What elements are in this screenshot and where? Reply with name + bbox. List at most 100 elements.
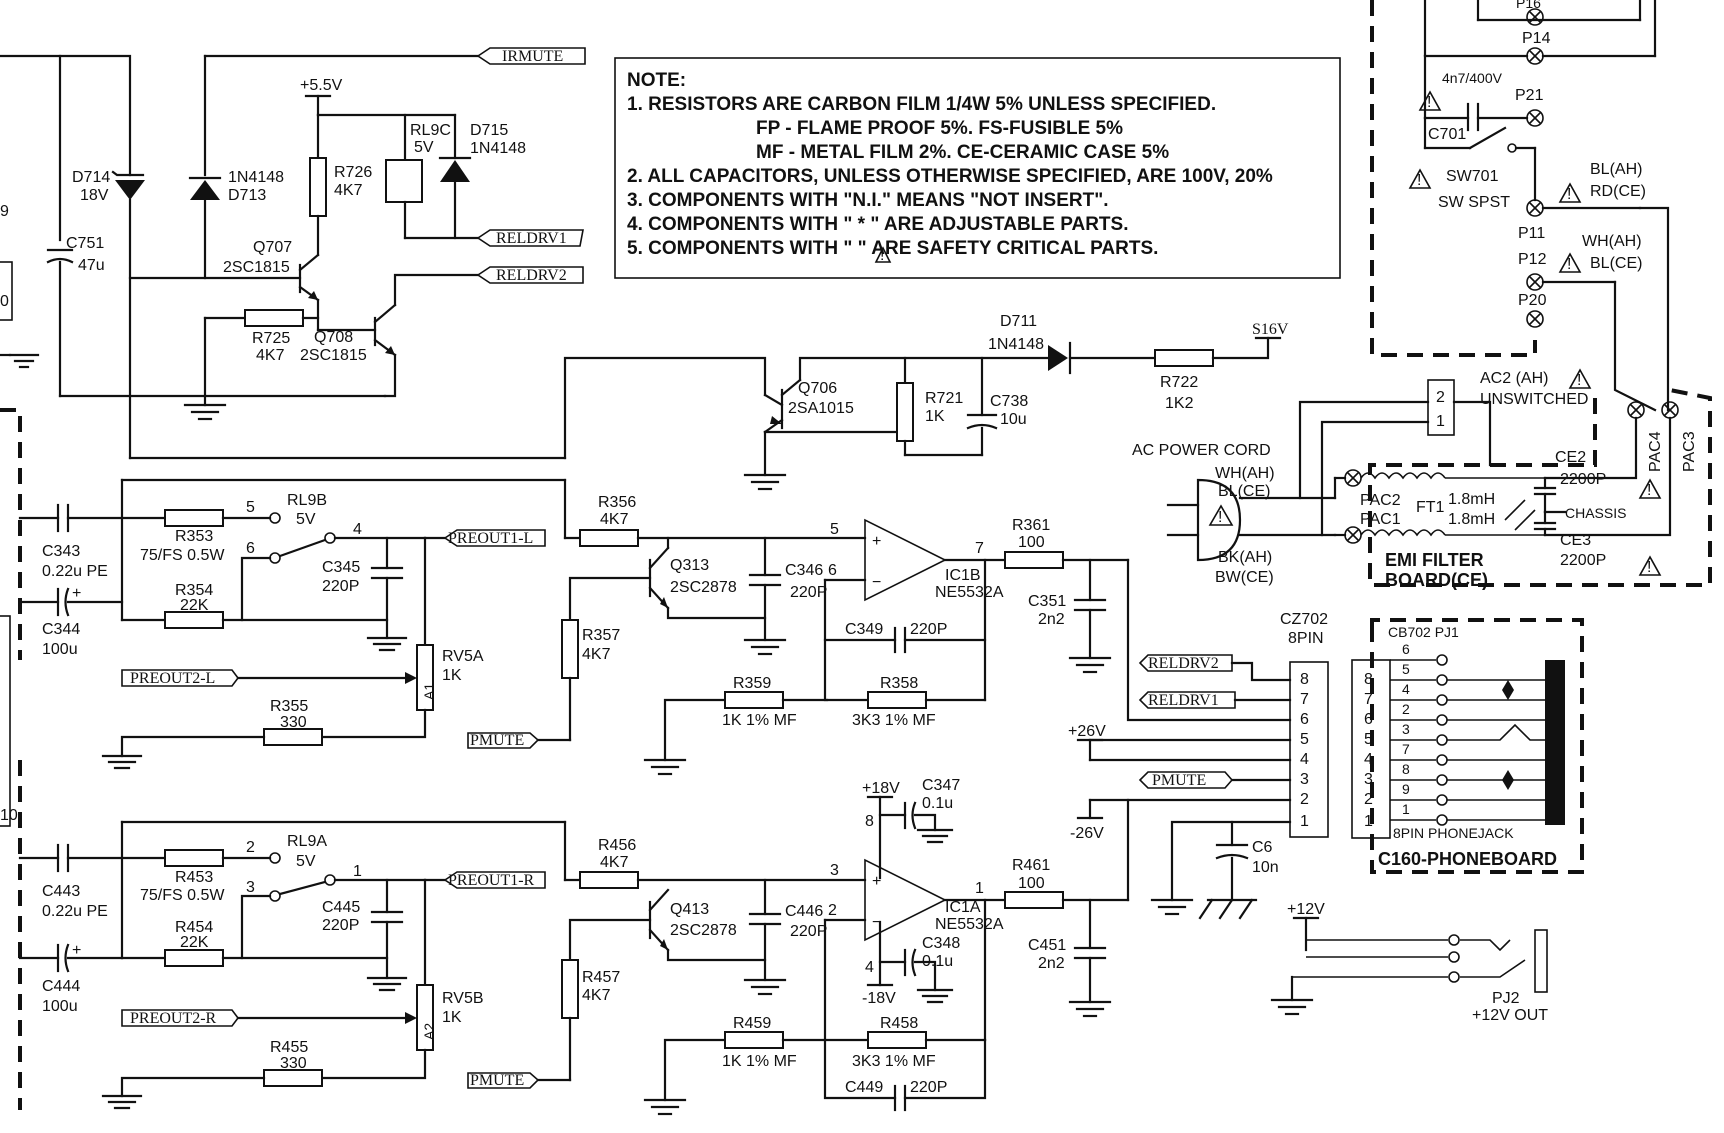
- svg-text:3: 3: [1402, 721, 1410, 737]
- svg-text:100: 100: [1018, 534, 1045, 551]
- c348-capacitor: C348 0.1u: [903, 935, 960, 977]
- svg-text:C347: C347: [922, 777, 960, 794]
- svg-text:C446: C446: [785, 903, 823, 920]
- r357-resistor: R357 4K7: [561, 619, 620, 679]
- c349-capacitor: C349 220P: [845, 621, 947, 654]
- svg-text:+5.5V: +5.5V: [300, 77, 343, 94]
- q706-transistor: Q706 2SA1015: [763, 378, 854, 434]
- svg-text:1: 1: [975, 880, 984, 897]
- svg-text:R357: R357: [582, 627, 620, 644]
- r459-resistor: R459 1K 1% MF: [722, 1015, 797, 1070]
- svg-text:UNSWITCHED: UNSWITCHED: [1480, 391, 1588, 408]
- svg-text:C449: C449: [845, 1079, 883, 1096]
- ac2-connector: 2 1 AC2 (AH) UNSWITCHED: [1427, 370, 1588, 436]
- p20-pin: [1526, 310, 1544, 328]
- svg-text:R721: R721: [925, 390, 963, 407]
- power-switch-section: P16 P14 4n7/400V C701 ! P21: [1370, 0, 1670, 412]
- c351-capacitor: C351 2n2: [1028, 593, 1107, 628]
- svg-text:PMUTE: PMUTE: [470, 732, 524, 749]
- svg-text:C445: C445: [322, 899, 360, 916]
- pj2-12v-out-jack: +12V PJ2 +12V OUT: [1270, 901, 1548, 1024]
- svg-text:9: 9: [0, 203, 9, 220]
- svg-text:2SC1815: 2SC1815: [223, 259, 290, 276]
- svg-text:C444: C444: [42, 978, 80, 995]
- svg-text:R461: R461: [1012, 857, 1050, 874]
- d713-diode: 1N4148 D713: [188, 169, 284, 204]
- p12-pin: [1526, 273, 1544, 291]
- svg-text:PAC4: PAC4: [1647, 431, 1664, 472]
- r353-resistor: R353 75/FS 0.5W: [140, 509, 225, 564]
- svg-text:2SC2878: 2SC2878: [670, 922, 737, 939]
- svg-text:5V: 5V: [296, 511, 316, 528]
- p12-safety-icon: !: [1558, 252, 1582, 273]
- c445-capacitor: C445 220P: [322, 899, 404, 934]
- svg-text:8PIN PHONEJACK: 8PIN PHONEJACK: [1393, 825, 1514, 841]
- svg-text:5V: 5V: [414, 139, 434, 156]
- svg-text:10u: 10u: [1000, 411, 1027, 428]
- c347-capacitor: C347 0.1u: [903, 777, 960, 830]
- svg-text:4K7: 4K7: [582, 987, 611, 1004]
- svg-text:R353: R353: [175, 528, 213, 545]
- svg-text:100: 100: [1018, 875, 1045, 892]
- svg-text:PREOUT2-L: PREOUT2-L: [130, 670, 215, 687]
- svg-text:BL(AH): BL(AH): [1590, 161, 1642, 178]
- pmute-net-label-1: PMUTE: [467, 732, 540, 749]
- svg-text:IC1A: IC1A: [945, 899, 981, 916]
- c344-capacitor: + C344 100u: [42, 585, 81, 658]
- svg-text:4n7/400V: 4n7/400V: [1442, 70, 1503, 86]
- svg-text:R457: R457: [582, 969, 620, 986]
- svg-text:R722: R722: [1160, 374, 1198, 391]
- svg-text:7: 7: [1300, 691, 1309, 708]
- svg-text:PAC1: PAC1: [1360, 511, 1401, 528]
- r454-resistor: R454 22K: [164, 919, 224, 967]
- pac1-pin: [1344, 526, 1362, 544]
- svg-text:1: 1: [1436, 413, 1445, 430]
- irmute-net-label: IRMUTE: [476, 47, 586, 65]
- svg-text:EMI FILTER: EMI FILTER: [1385, 550, 1484, 570]
- svg-text:!: !: [1577, 372, 1581, 389]
- svg-text:BK(AH): BK(AH): [1218, 549, 1272, 566]
- svg-text:CZ702: CZ702: [1280, 611, 1328, 628]
- svg-text:C160-PHONEBOARD: C160-PHONEBOARD: [1378, 849, 1557, 869]
- svg-text:C349: C349: [845, 621, 883, 638]
- svg-text:P12: P12: [1518, 251, 1547, 268]
- svg-text:4: 4: [353, 521, 362, 538]
- p16-pin: [1526, 8, 1544, 26]
- svg-text:!: !: [1218, 509, 1222, 526]
- svg-text:4K7: 4K7: [600, 511, 629, 528]
- svg-text:R453: R453: [175, 869, 213, 886]
- svg-text:1.8mH: 1.8mH: [1448, 491, 1495, 508]
- c449-capacitor: C449 220P: [845, 1079, 947, 1112]
- svg-text:R455: R455: [270, 1039, 308, 1056]
- r458-resistor: R458 3K3 1% MF: [852, 1015, 936, 1070]
- svg-text:C343: C343: [42, 543, 80, 560]
- svg-text:IC1B: IC1B: [945, 567, 981, 584]
- svg-text:PMUTE: PMUTE: [470, 1072, 524, 1089]
- svg-text:6: 6: [1300, 711, 1309, 728]
- svg-text:R459: R459: [733, 1015, 771, 1032]
- svg-text:220P: 220P: [910, 1079, 947, 1096]
- c443-capacitor: C443 0.22u PE: [42, 843, 108, 920]
- c701-capacitor: 4n7/400V C701: [1428, 70, 1503, 143]
- svg-text:S16V: S16V: [1252, 321, 1289, 338]
- svg-text:CE3: CE3: [1560, 532, 1591, 549]
- svg-text:4K7: 4K7: [256, 347, 285, 364]
- svg-text:C346: C346: [785, 562, 823, 579]
- svg-text:10: 10: [0, 807, 18, 824]
- safety-warning-icon: !: [874, 246, 892, 264]
- svg-text:WH(AH): WH(AH): [1582, 233, 1642, 250]
- svg-text:BOARD(CE): BOARD(CE): [1385, 570, 1488, 590]
- svg-text:9: 9: [1402, 781, 1410, 797]
- svg-text:8PIN: 8PIN: [1288, 630, 1324, 647]
- svg-text:R726: R726: [334, 164, 372, 181]
- svg-text:R355: R355: [270, 698, 308, 715]
- svg-text:2: 2: [1402, 701, 1410, 717]
- svg-text:C6: C6: [1252, 839, 1273, 856]
- svg-text:AC POWER CORD: AC POWER CORD: [1132, 442, 1271, 459]
- svg-text:4: 4: [865, 959, 874, 976]
- svg-text:3: 3: [1300, 771, 1309, 788]
- svg-text:NOTE:: NOTE:: [627, 70, 686, 91]
- svg-text:2: 2: [1300, 791, 1309, 808]
- svg-text:2SC1815: 2SC1815: [300, 347, 367, 364]
- c6-capacitor: C6 10n: [1215, 839, 1279, 876]
